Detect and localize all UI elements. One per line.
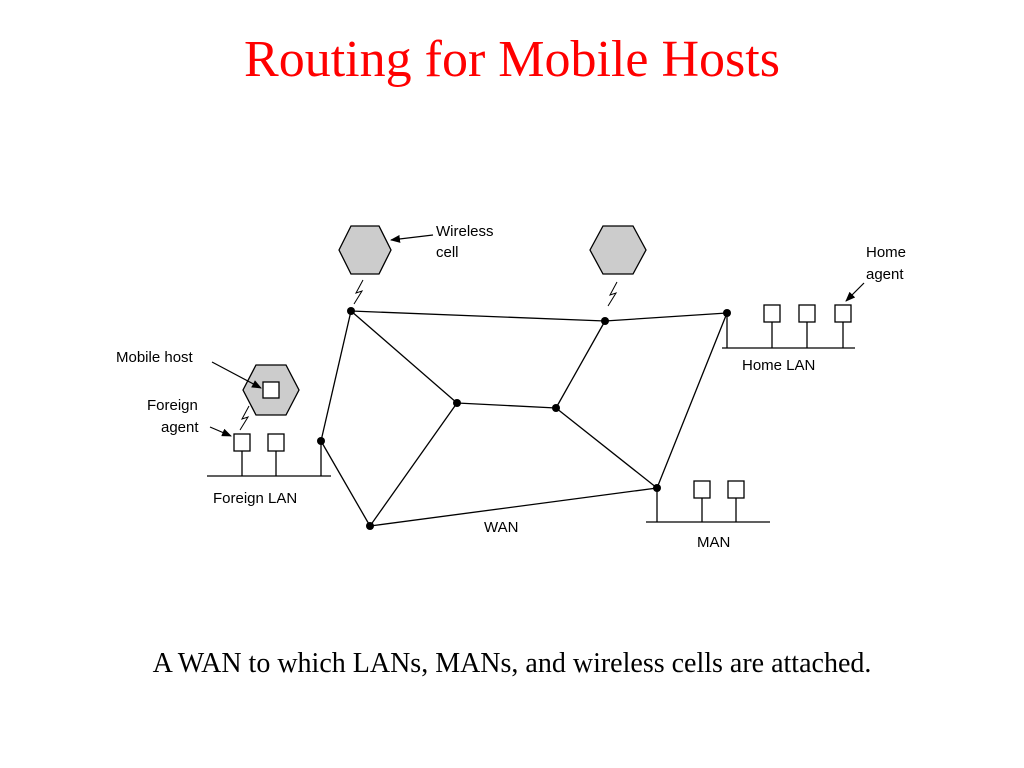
router-nodes — [317, 307, 731, 530]
wan-label: WAN — [484, 519, 518, 536]
wireless-cell-label: cell — [436, 244, 459, 261]
wan-link — [350, 310, 606, 322]
lightning-icon — [353, 279, 364, 305]
arrow-icon — [209, 426, 232, 437]
host-icon — [763, 304, 781, 323]
man — [646, 480, 770, 523]
wireless-cell-2 — [589, 225, 647, 307]
home-lan — [722, 304, 855, 349]
wan-link — [656, 312, 728, 489]
arrow-icon — [845, 282, 865, 302]
man-label: MAN — [697, 534, 730, 551]
slide-title: Routing for Mobile Hosts — [244, 31, 780, 88]
wan-links — [320, 310, 728, 527]
home-agent-label: agent — [866, 266, 904, 283]
wan-link — [369, 402, 458, 527]
home-agent-icon — [834, 304, 852, 323]
host-icon — [267, 433, 285, 452]
router-node — [453, 399, 461, 407]
arrow-icon — [211, 361, 262, 389]
foreign-agent-icon — [233, 433, 251, 452]
host-icon — [693, 480, 711, 499]
home-lan-label: Home LAN — [742, 357, 815, 374]
foreign-lan — [207, 433, 331, 477]
wan-link — [320, 440, 371, 527]
lightning-icon — [607, 281, 618, 307]
router-node — [653, 484, 661, 492]
hexagon-icon — [338, 225, 392, 275]
callout-arrows — [209, 234, 865, 437]
router-node — [552, 404, 560, 412]
router-node — [366, 522, 374, 530]
arrow-icon — [390, 234, 434, 243]
foreign-lan-label: Foreign LAN — [213, 490, 297, 507]
wireless-cell-label: Wireless — [436, 223, 494, 240]
wan-link — [555, 320, 606, 409]
wan-link — [456, 402, 557, 409]
router-node — [347, 307, 355, 315]
slide-caption: A WAN to which LANs, MANs, and wireless … — [152, 648, 872, 679]
wan-link — [320, 310, 352, 442]
wan-link — [555, 407, 658, 489]
mobile-host-icon — [262, 381, 280, 399]
wan-link — [369, 487, 658, 527]
home-agent-label: Home — [866, 244, 906, 261]
router-node — [601, 317, 609, 325]
wireless-cell-foreign — [239, 364, 300, 431]
wan-link — [604, 312, 728, 322]
foreign-agent-label: agent — [161, 419, 199, 436]
wan-link — [350, 310, 458, 404]
router-node — [723, 309, 731, 317]
foreign-agent-label: Foreign — [147, 397, 198, 414]
host-icon — [798, 304, 816, 323]
host-icon — [727, 480, 745, 499]
router-node — [317, 437, 325, 445]
mobile-host-label: Mobile host — [116, 349, 194, 366]
hexagon-icon — [589, 225, 647, 275]
wireless-cell-1 — [338, 225, 392, 305]
lightning-icon — [239, 405, 250, 431]
